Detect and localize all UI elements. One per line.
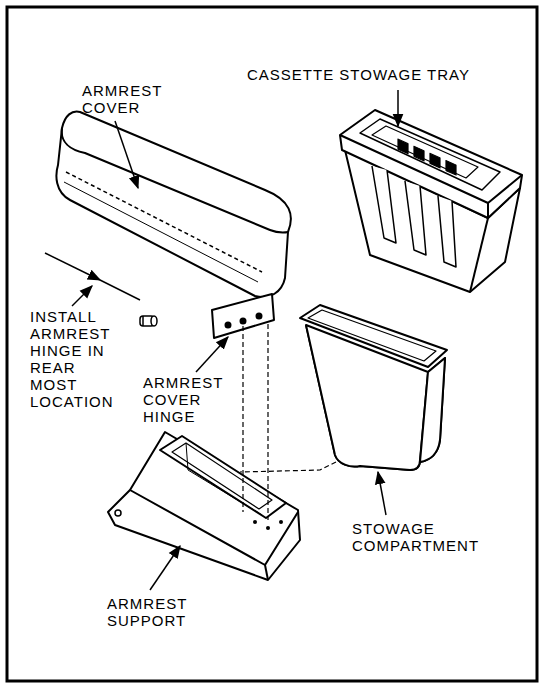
- stowage-compartment: [300, 305, 447, 470]
- part-label: ARMREST COVER HINGE: [143, 374, 235, 425]
- assembly-lines: [240, 324, 336, 520]
- armrest-cover-hinge: [212, 294, 274, 338]
- armrest-cover: [56, 112, 290, 297]
- part-label: CASSETTE STOWAGE TRAY: [247, 66, 470, 83]
- cassette-stowage-tray: [340, 110, 522, 292]
- part-label: INSTALL ARMREST HINGE IN REAR MOST LOCAT…: [30, 308, 122, 410]
- leader-lines: [115, 90, 398, 590]
- part-label: ARMREST SUPPORT: [107, 595, 207, 629]
- install-arrow: [45, 253, 140, 306]
- part-label: ARMREST COVER: [82, 82, 177, 116]
- frame: [7, 7, 537, 681]
- armrest-support: [108, 432, 300, 580]
- hinge-screw: [140, 316, 157, 326]
- part-label: STOWAGE COMPARTMENT: [352, 520, 502, 554]
